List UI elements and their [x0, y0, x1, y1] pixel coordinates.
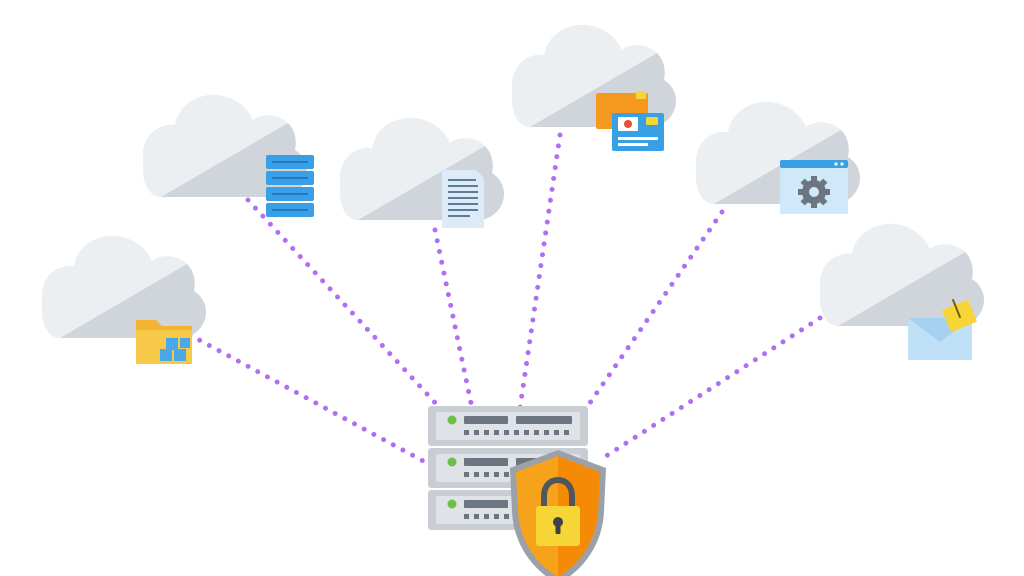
padlock-icon: [536, 476, 580, 546]
media-cards-icon: [596, 91, 664, 151]
gear-icon: [798, 176, 830, 208]
connector-settings: [582, 209, 725, 413]
connectors: [187, 132, 823, 465]
gear-window-icon: [780, 160, 848, 214]
connector-mail: [597, 315, 823, 463]
cloud-settings: [696, 101, 860, 214]
connector-media: [517, 132, 563, 411]
cloud-files: [42, 235, 206, 364]
padlock-shield-icon: [510, 450, 606, 576]
connector-files: [187, 332, 428, 465]
secure-server-hub: [428, 406, 606, 576]
folder-with-cubes-icon: [136, 320, 192, 364]
cloud-icon: [512, 24, 676, 127]
text-document-icon: [442, 170, 484, 228]
connector-document: [432, 227, 475, 411]
cloud-icon: [820, 223, 984, 326]
cloud-mail: [820, 223, 984, 360]
cloud-database: [143, 94, 314, 217]
envelope-with-note-icon: [908, 298, 977, 360]
connector-database: [245, 197, 443, 411]
database-stack-icon: [266, 155, 314, 217]
cloud-media: [512, 24, 676, 151]
cloud-document: [340, 117, 504, 228]
server-unit: [428, 406, 588, 446]
cloud-icon: [42, 235, 206, 338]
